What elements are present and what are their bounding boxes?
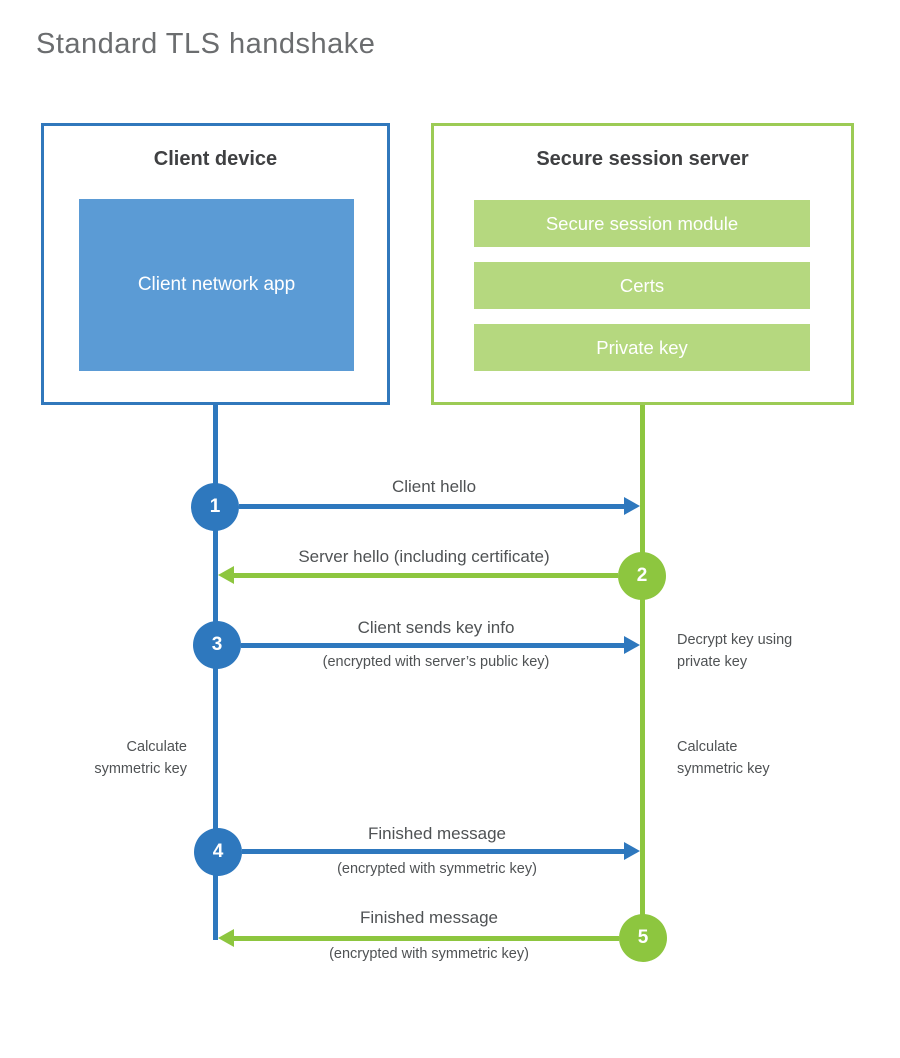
- message-2-arrow: [234, 573, 618, 578]
- arrow-head-right-icon: [624, 497, 640, 515]
- message-5-sublabel: (encrypted with symmetric key): [329, 946, 529, 962]
- message-2-label: Server hello (including certificate): [298, 547, 550, 566]
- server-lifeline: [640, 404, 645, 940]
- server-module-private-key: Private key: [474, 324, 810, 371]
- server-panel: Secure session server Secure session mod…: [431, 123, 854, 405]
- message-5-label: Finished message: [360, 908, 498, 927]
- arrow-head-right-icon: [624, 842, 640, 860]
- server-module-label: Private key: [596, 336, 688, 358]
- message-1-arrow: [239, 504, 624, 509]
- server-module-secure-session: Secure session module: [474, 200, 810, 247]
- client-network-app-box: Client network app: [79, 199, 354, 371]
- client-lifeline: [213, 404, 218, 940]
- step-badge-2: 2: [618, 552, 666, 600]
- step-badge-1: 1: [191, 483, 239, 531]
- note-calculate-symmetric-key-client: Calculate symmetric key: [94, 739, 187, 778]
- client-panel-title: Client device: [153, 148, 278, 170]
- step-badge-5: 5: [619, 914, 667, 962]
- step-badge-3: 3: [193, 621, 241, 669]
- step-badge-4: 4: [194, 828, 242, 876]
- note-decrypt-key: Decrypt key using private key: [677, 632, 793, 671]
- message-3-sublabel: (encrypted with server’s public key): [322, 654, 550, 670]
- message-3-label: Client sends key info: [357, 618, 515, 637]
- arrow-head-left-icon: [218, 929, 234, 947]
- server-module-certs: Certs: [474, 262, 810, 309]
- message-1-label: Client hello: [391, 477, 477, 496]
- arrow-head-left-icon: [218, 566, 234, 584]
- server-module-label: Secure session module: [545, 212, 739, 234]
- server-panel-title: Secure session server: [536, 148, 749, 170]
- message-5-arrow: [234, 936, 619, 941]
- note-calculate-symmetric-key-server: Calculate symmetric key: [677, 739, 770, 778]
- message-4-sublabel: (encrypted with symmetric key): [337, 861, 537, 877]
- message-4-arrow: [242, 849, 624, 854]
- client-device-panel: Client device Client network app: [41, 123, 390, 405]
- server-module-label: Certs: [619, 274, 665, 296]
- page-title: Standard TLS handshake: [36, 28, 376, 60]
- client-network-app-label: Client network app: [137, 274, 296, 296]
- message-4-label: Finished message: [368, 824, 506, 843]
- arrow-head-right-icon: [624, 636, 640, 654]
- message-3-arrow: [241, 643, 624, 648]
